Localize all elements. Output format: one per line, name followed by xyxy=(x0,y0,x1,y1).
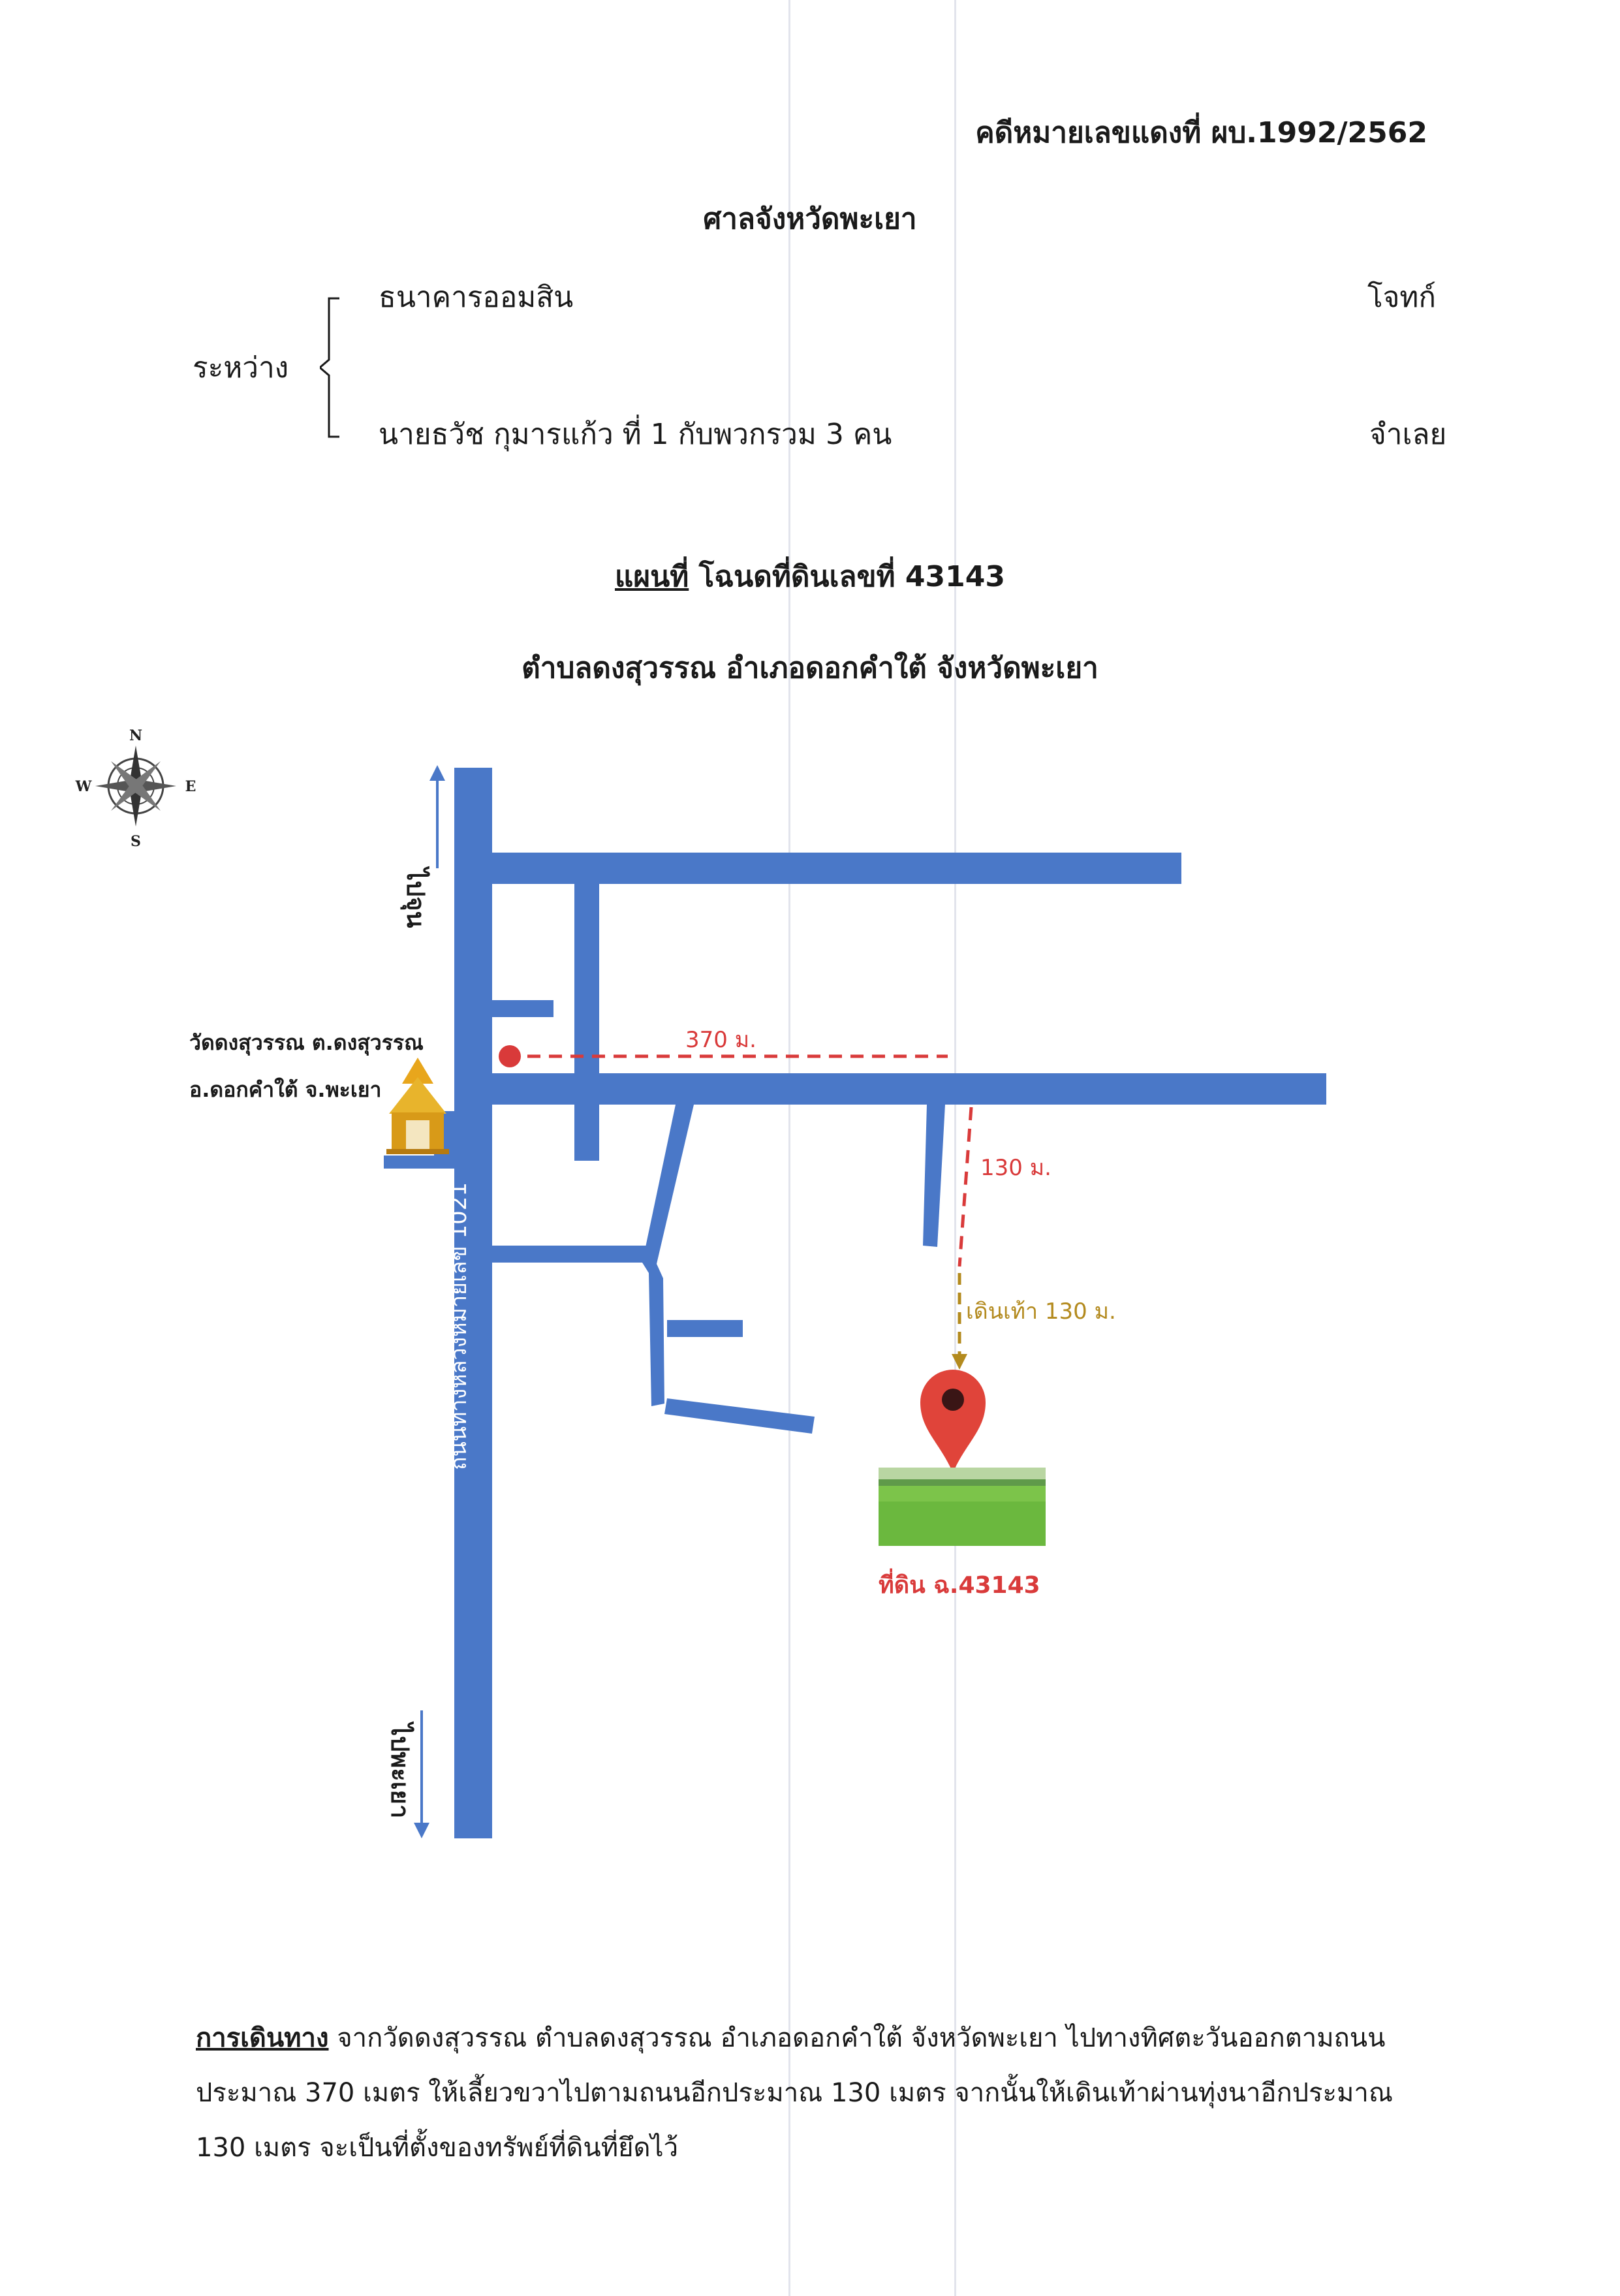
land-label: ที่ดิน ฉ.43143 xyxy=(879,1568,1040,1599)
location-pin-icon xyxy=(920,1370,986,1473)
scan-line xyxy=(954,0,956,2296)
arrow-south-icon xyxy=(414,1710,429,1838)
directions-paragraph: การเดินทาง จากวัดดงสุวรรณ ตำบลดงสุวรรณ อ… xyxy=(196,2011,1423,2175)
side-road-6 xyxy=(664,1398,815,1434)
side-road-4 xyxy=(667,1320,743,1337)
between-label: ระหว่าง xyxy=(193,351,289,385)
to-south-label: ไปพะเยา xyxy=(386,1721,414,1818)
compass-n: N xyxy=(129,727,142,744)
highway-road xyxy=(454,768,492,1838)
start-point-icon xyxy=(499,1045,521,1067)
map-location: ตำบลดงสุวรรณ อำเภอดอกคำใต้ จังหวัดพะเยา xyxy=(522,652,1098,685)
distance-south-label: 130 ม. xyxy=(980,1155,1051,1181)
distance-east-label: 370 ม. xyxy=(685,1027,756,1053)
temple-icon xyxy=(386,1058,449,1154)
compass-w: W xyxy=(75,778,92,795)
arrow-north-icon xyxy=(429,765,445,868)
main-east-road xyxy=(492,1073,1326,1105)
side-road-2 xyxy=(492,1000,553,1017)
party-brace xyxy=(320,297,339,438)
temple-location: อ.ดอกคำใต้ จ.พะเยา xyxy=(189,1077,382,1102)
road-network xyxy=(384,768,1326,1838)
compass-e: E xyxy=(185,778,196,795)
temple-name: วัดดงสุวรรณ ต.ดงสุวรรณ xyxy=(189,1030,424,1056)
defendant-role: จำเลย xyxy=(1369,418,1447,451)
side-road-1 xyxy=(574,884,599,1161)
plaintiff-role: โจทก์ xyxy=(1367,281,1437,314)
directions-text: จากวัดดงสุวรรณ ตำบลดงสุวรรณ อำเภอดอกคำใต… xyxy=(196,2023,1393,2163)
highway-label: ถนนทางหลวงหมายเลข 1021 xyxy=(446,1182,472,1470)
defendant-name: นายธวัช กุมารแก้ว ที่ 1 กับพวกรวม 3 คน xyxy=(379,418,892,451)
land-photo xyxy=(879,1468,1046,1546)
case-number: คดีหมายเลขแดงที่ ผบ.1992/2562 xyxy=(975,116,1427,149)
side-road-3 xyxy=(492,1246,649,1263)
plaintiff-name: ธนาคารออมสิน xyxy=(379,281,574,314)
scan-line xyxy=(788,0,790,2296)
compass-rose-icon xyxy=(95,746,176,826)
map-word: แผนที่ xyxy=(615,560,689,593)
directions-label: การเดินทาง xyxy=(196,2023,329,2053)
walk-distance-label: เดินเท้า 130 ม. xyxy=(966,1298,1116,1325)
south-branch-road xyxy=(923,1105,945,1247)
north-road xyxy=(492,853,1181,884)
to-north-label: ไปจุน xyxy=(400,866,430,928)
map-title: แผนที่ โฉนดที่ดินเลขที่ 43143 xyxy=(0,554,1620,599)
walk-arrow-icon xyxy=(952,1354,967,1370)
compass-s: S xyxy=(131,833,141,850)
deed-number: โฉนดที่ดินเลขที่ 43143 xyxy=(689,560,1005,593)
side-road-5 xyxy=(642,1105,694,1406)
court-name: ศาลจังหวัดพะเยา xyxy=(703,202,917,236)
route-south-line xyxy=(958,1107,973,1267)
